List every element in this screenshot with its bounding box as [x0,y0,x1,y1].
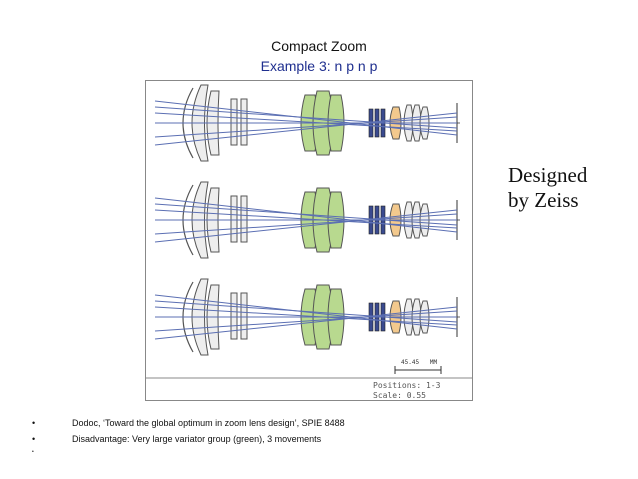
scale-bar-label: 45.45 MM [401,359,438,366]
slide-title: Compact Zoom [271,38,367,54]
side-note-line-2: by Zeiss [508,188,579,212]
bullet-item-empty: • [32,447,345,457]
side-note-line-1: Designed [508,163,588,187]
bullet-list: • Dodoc, ‘Toward the global optimum in z… [32,415,345,457]
bullet-marker: • [32,418,36,428]
scale-label: Scale: 0.55 [373,391,426,400]
zoom-lens-diagram: 45.45 MM Positions: 1-3 Scale: 0.55 [145,80,473,401]
bullet-marker: • [32,434,36,444]
bullet-text-reference: Dodoc, ‘Toward the global optimum in zoo… [72,418,345,428]
side-note: Designed by Zeiss [508,163,587,213]
bullet-text-disadvantage: Disadvantage: Very large variator group … [72,434,322,444]
bullet-marker: • [32,449,34,455]
slide-subtitle: Example 3: n p n p [260,58,378,74]
bullet-item: • Dodoc, ‘Toward the global optimum in z… [32,415,345,431]
positions-label: Positions: 1-3 [373,381,441,390]
bullet-item: • Disadvantage: Very large variator grou… [32,431,345,447]
